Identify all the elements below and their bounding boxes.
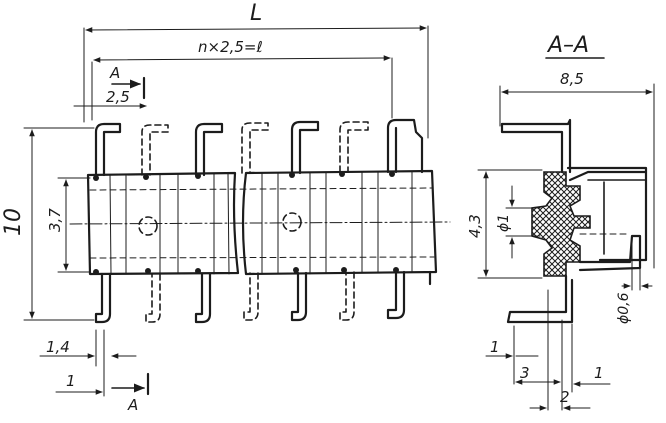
label-pitch: 2,5: [106, 88, 130, 106]
front-view: L n×2,5=ℓ A 2,5 10: [1, 1, 451, 414]
dimension-section-bottom: 1 3 1 2: [485, 289, 611, 411]
dimension-height-total: 10: [1, 127, 95, 321]
label-wire-diameter: ϕ0,6: [616, 292, 632, 324]
dimension-wire-diameter: ϕ0,6: [616, 235, 653, 324]
dimension-pitch: 2,5: [73, 88, 147, 109]
dimension-pitch-formula: n×2,5=ℓ: [91, 38, 393, 121]
section-insulator: [531, 171, 591, 277]
dimension-section-height: 4,3: [466, 169, 543, 279]
upper-leads-solid: [94, 118, 424, 177]
section-title: A–A: [546, 33, 589, 58]
label-height-body: 3,7: [46, 208, 64, 232]
label-lead-offset: 1,4: [46, 338, 70, 356]
lower-leads-solid: [94, 270, 432, 324]
dimension-lead-offset: 1,4: [39, 329, 137, 367]
dimension-overall-length: L: [83, 1, 429, 139]
section-upper-pin: [500, 118, 648, 182]
section-marker-top: A: [109, 64, 146, 100]
section-lower-pin: [506, 234, 642, 324]
label-section-marker-bottom: A: [127, 396, 138, 414]
section-body: [566, 166, 648, 262]
label-dim-1-right: 1: [594, 364, 604, 382]
connector-body: [69, 169, 451, 276]
label-section-marker-top: A: [109, 64, 120, 82]
label-dim-2: 2: [560, 388, 570, 406]
label-section-height: 4,3: [466, 214, 484, 238]
contact-dots: [93, 171, 399, 275]
label-lead-offset-small: 1: [66, 372, 76, 390]
section-view: A–A 8,5: [466, 33, 655, 411]
upper-leads-dashed: [141, 121, 369, 176]
label-pitch-formula: n×2,5=ℓ: [198, 38, 263, 56]
dimension-hole-diameter: ϕ1: [496, 185, 541, 259]
dimension-height-body: 3,7: [46, 177, 91, 273]
label-height-total: 10: [1, 208, 26, 236]
dimension-section-width: 8,5: [499, 70, 655, 269]
label-dim-3: 3: [520, 364, 530, 382]
lower-leads-dashed: [145, 271, 355, 323]
label-hole-diameter: ϕ1: [496, 214, 512, 232]
dimension-lead-offset-small: 1 A: [55, 329, 150, 414]
label-overall-length: L: [250, 1, 262, 26]
label-dim-1-left: 1: [490, 338, 500, 356]
label-section-width: 8,5: [560, 70, 584, 88]
